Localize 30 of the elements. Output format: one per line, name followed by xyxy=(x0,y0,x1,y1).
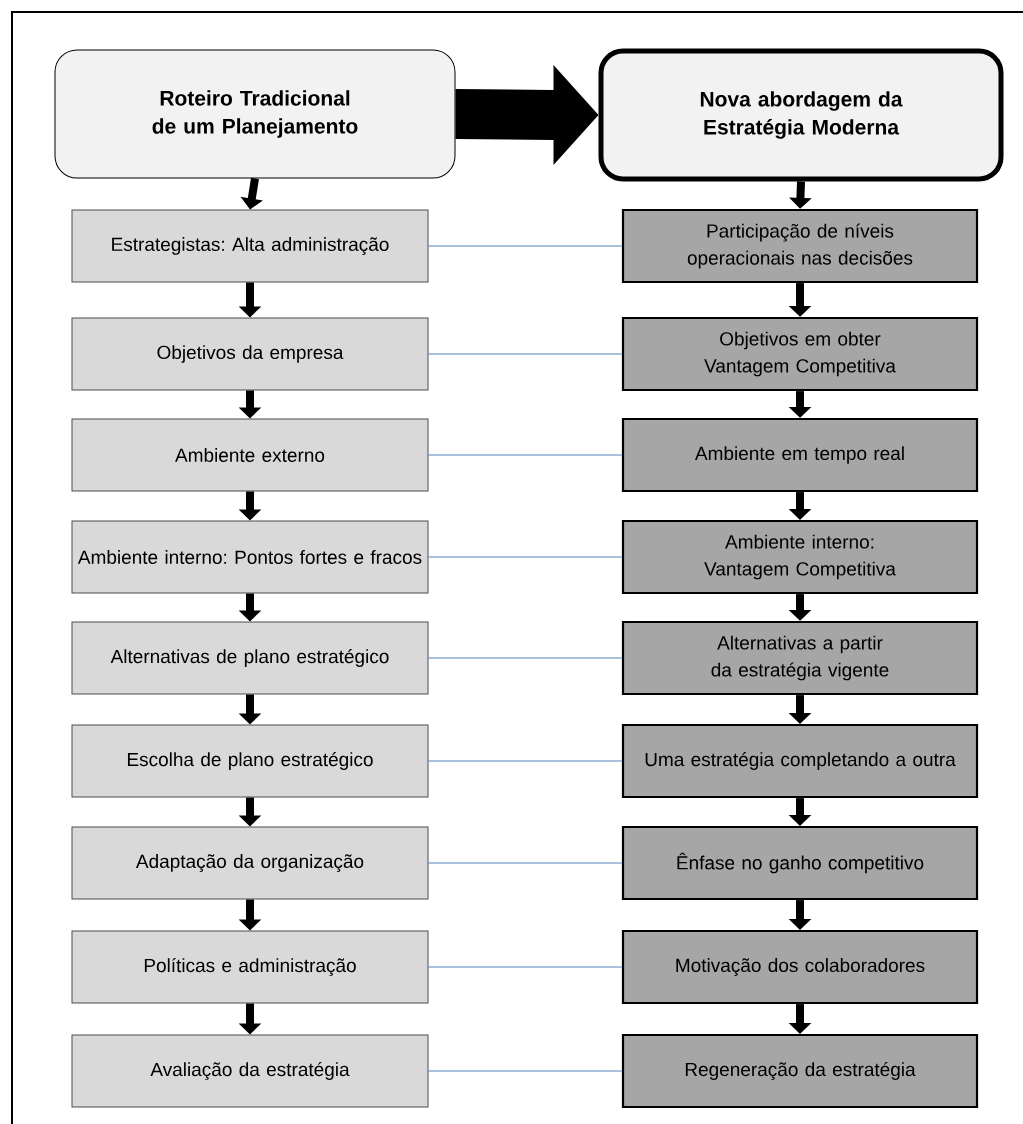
connector-line xyxy=(428,454,623,456)
step-box: Estrategistas: Alta administração xyxy=(71,209,429,283)
connector-line xyxy=(428,862,623,864)
step-box: Adaptação da organização xyxy=(71,826,429,900)
step-box: Políticas e administração xyxy=(71,930,429,1004)
step-box: Objetivos em obter Vantagem Competitiva xyxy=(621,316,979,392)
connector-line xyxy=(428,353,623,355)
step-box: Regeneração da estratégia xyxy=(621,1033,979,1109)
block-arrow xyxy=(455,65,599,165)
connector-line xyxy=(428,657,623,659)
step-box: Avaliação da estratégia xyxy=(71,1034,429,1108)
step-box: Objetivos da empresa xyxy=(71,317,429,391)
step-box: Alternativas de plano estratégico xyxy=(71,621,429,695)
heading-box: Roteiro Tradicional de um Planejamento xyxy=(54,49,456,179)
connector-line xyxy=(428,966,623,968)
connector-line xyxy=(428,556,623,558)
step-box: Alternativas a partir da estratégia vigente xyxy=(621,620,979,696)
connector-line xyxy=(428,760,623,762)
connector-line xyxy=(428,1070,623,1072)
connector-line xyxy=(428,245,623,247)
step-box: Ambiente interno: Vantagem Competitiva xyxy=(621,519,979,595)
step-box: Escolha de plano estratégico xyxy=(71,724,429,798)
step-box: Motivação dos colaboradores xyxy=(621,929,979,1005)
heading-box: Nova abordagem da Estratégia Moderna xyxy=(598,48,1004,182)
step-box: Uma estratégia completando a outra xyxy=(621,723,979,799)
step-box: Ênfase no ganho competitivo xyxy=(621,825,979,901)
step-box: Participação de níveis operacionais nas decisões xyxy=(621,208,979,284)
step-box: Ambiente em tempo real xyxy=(621,417,979,493)
step-box: Ambiente externo xyxy=(71,418,429,492)
step-box: Ambiente interno: Pontos fortes e fracos xyxy=(71,520,429,594)
